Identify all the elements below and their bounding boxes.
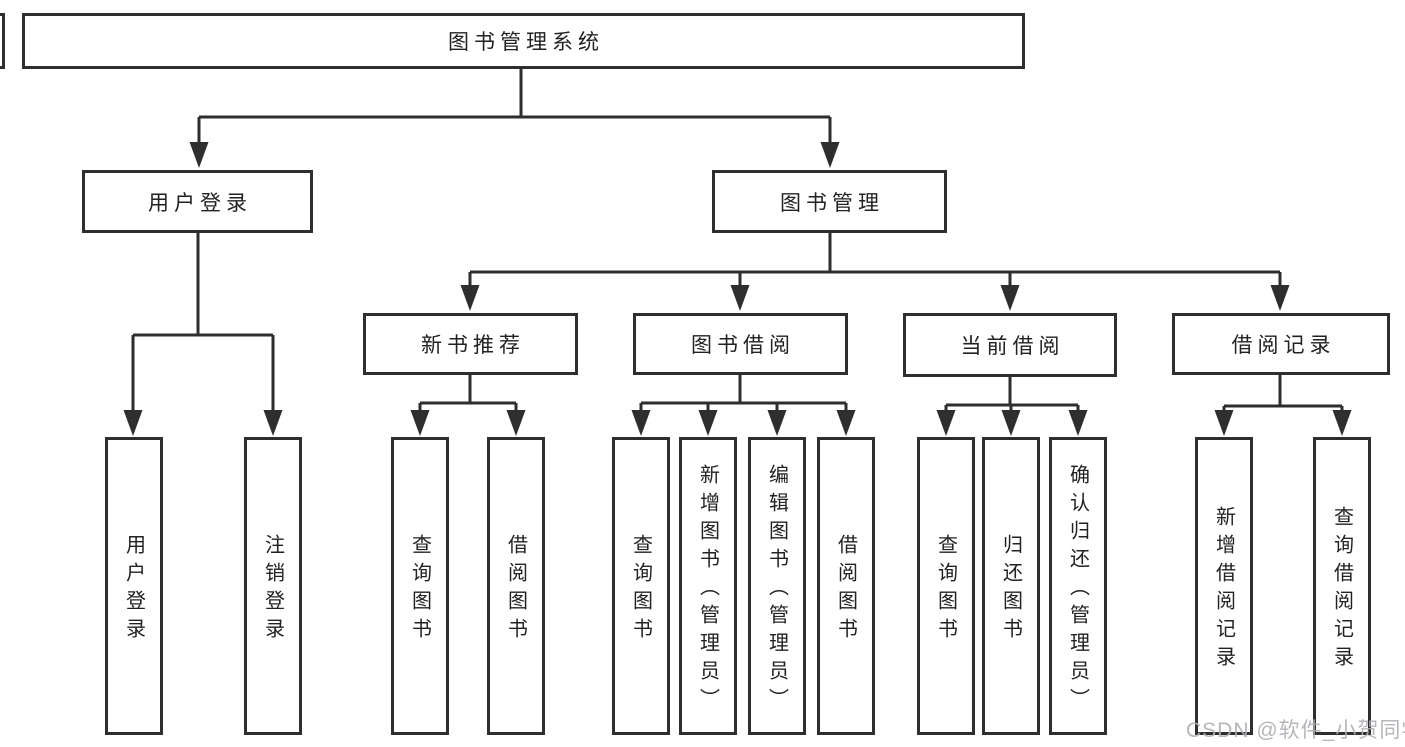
node-label: 当前借阅 <box>960 335 1065 358</box>
node-label: 新书推荐 <box>421 334 525 357</box>
node-book-management: 图书管理 <box>712 170 947 233</box>
node-label: 用户登录 <box>148 191 252 215</box>
node-label: 借阅图书 <box>834 534 857 646</box>
node-label: 借阅记录 <box>1231 334 1336 357</box>
node-user-login: 用户登录 <box>82 170 313 233</box>
leaf-query-books: 查询图书 <box>612 437 670 735</box>
leaf-add-borrow-record: 新增借阅记录 <box>1195 437 1253 735</box>
leaf-query-borrow-record: 查询借阅记录 <box>1313 437 1371 735</box>
arrowheads <box>123 142 1352 436</box>
node-label: 借阅图书 <box>504 534 527 646</box>
node-label: 新增借阅记录 <box>1212 506 1235 674</box>
csdn-watermark: CSDN @软件_小贺同学 <box>1186 719 1405 742</box>
node-borrowing-records: 借阅记录 <box>1172 313 1390 375</box>
node-label: 编辑图书（管理员） <box>765 464 788 716</box>
leaf-borrow-books: 借阅图书 <box>487 437 545 735</box>
leaf-query-books: 查询图书 <box>391 437 449 735</box>
leaf-return-books: 归还图书 <box>982 437 1040 735</box>
node-label: 用户登录 <box>122 534 145 646</box>
node-label: 归还图书 <box>999 534 1022 646</box>
leaf-edit-books-admin: 编辑图书（管理员） <box>748 437 806 735</box>
leaf-logout: 注销登录 <box>244 437 302 735</box>
leaf-query-books: 查询图书 <box>917 437 975 735</box>
node-label: 图书管理系统 <box>448 31 604 54</box>
node-label: 图书管理 <box>780 191 884 215</box>
leaf-confirm-return-admin: 确认归还（管理员） <box>1049 437 1107 735</box>
node-label: 新增图书（管理员） <box>696 464 719 716</box>
node-label: 查询借阅记录 <box>1330 506 1353 674</box>
node-label: 查询图书 <box>629 534 652 646</box>
cropped-box-edge <box>0 13 5 69</box>
leaf-borrow-books: 借阅图书 <box>817 437 875 735</box>
node-library-system: 图书管理系统 <box>22 13 1025 69</box>
node-current-borrowing: 当前借阅 <box>903 313 1117 377</box>
leaf-add-books-admin: 新增图书（管理员） <box>679 437 737 735</box>
node-new-book-recommendation: 新书推荐 <box>363 313 578 375</box>
node-label: 注销登录 <box>261 534 284 646</box>
node-label: 查询图书 <box>408 534 431 646</box>
node-label: 确认归还（管理员） <box>1066 464 1089 716</box>
node-label: 查询图书 <box>934 534 957 646</box>
node-book-borrowing: 图书借阅 <box>633 313 848 375</box>
node-label: 图书借阅 <box>691 334 795 357</box>
leaf-user-login: 用户登录 <box>105 437 163 735</box>
